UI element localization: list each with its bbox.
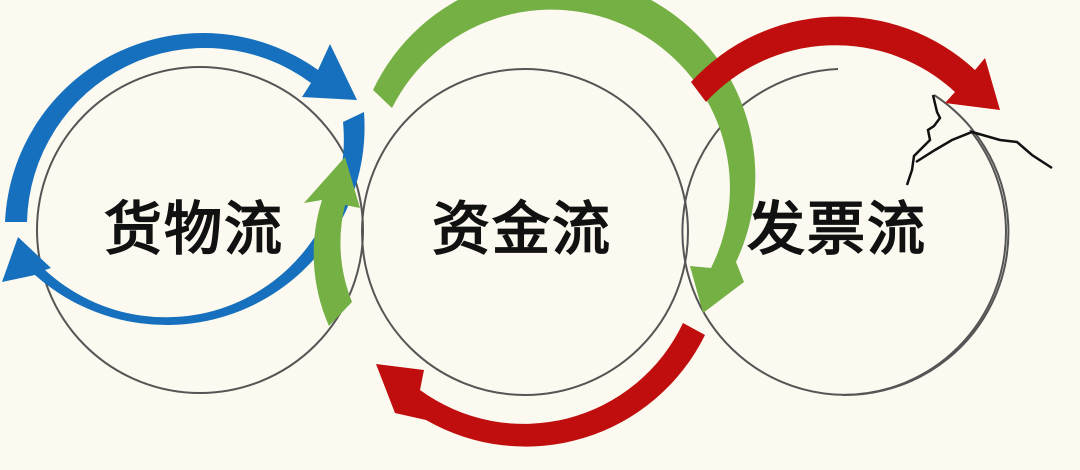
- goods-flow-arrows: [2, 33, 365, 326]
- green-arrow-top: [373, 0, 756, 313]
- goods-flow-label: 货物流: [104, 195, 285, 263]
- invoice-flow-label: 发票流: [747, 195, 928, 263]
- red-arrow-top: [691, 16, 1000, 110]
- red-arrow-bottom: [376, 323, 705, 447]
- funds-circle: [361, 68, 689, 396]
- outline-circles: [36, 66, 1010, 396]
- funds-flow-arrows: [304, 0, 756, 326]
- invoice-flow-arrows: [376, 16, 1000, 447]
- invoice-circle-broken: [681, 68, 1010, 396]
- green-arrow-small: [304, 157, 360, 326]
- funds-flow-label: 资金流: [432, 195, 613, 263]
- crack-icon: [905, 94, 1053, 186]
- blue-arrow-top: [5, 33, 357, 223]
